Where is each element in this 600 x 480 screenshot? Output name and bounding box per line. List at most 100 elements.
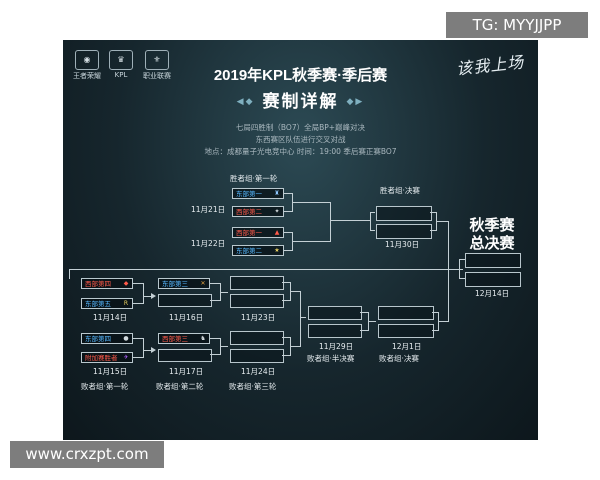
page-subtitle: ◀◆赛制详解◆▶ [63,87,538,112]
connector [448,221,449,269]
connector [133,357,143,358]
connector [284,232,292,233]
connector [459,259,460,279]
losers-semi-slot-1 [308,306,362,320]
info-line-3: 地点：成都量子光电竞中心 时间：19:00 季后赛正赛BO7 [204,147,397,156]
connector [282,300,290,301]
connector [133,338,143,339]
kpl-logo-icon: ♛ [109,50,133,70]
team-name: 西部第一 [236,229,262,237]
winners-final-label: 胜者组·决赛 [380,186,420,195]
connector [143,283,144,304]
connector [282,355,290,356]
league-logo-text: 职业联赛 [143,72,171,80]
team-logo-icon: ✕ [200,280,206,287]
connector [430,230,436,231]
connector [284,250,292,251]
connector [370,230,375,231]
team-name: 东部第四 [85,335,111,343]
losers-r1-label: 败者组·第一轮 [81,382,129,391]
team-west-1: 西部第一 ▲ [232,227,284,238]
connector [210,300,220,301]
connector [210,338,220,339]
team-name: 西部第三 [162,335,188,343]
connector [370,212,375,213]
page-title: 2019年KPL秋季赛·季后赛 [213,67,388,84]
connector [300,317,306,318]
connector [436,221,448,222]
losers-r3-date-b: 11月24日 [241,367,276,376]
connector [69,269,70,279]
connector [330,220,370,221]
bracket-poster: ◉ 王者荣耀 ♛ KPL ⚜ 职业联赛 该我上场 2019年KPL秋季赛·季后赛… [63,40,538,440]
team-name: 东部第五 [85,300,111,308]
team-name: 东部第三 [162,280,188,288]
league-logo: ⚜ 职业联赛 [143,50,171,81]
connector [448,269,463,270]
connector [438,321,448,322]
connector [220,346,228,347]
team-west-2: 西部第二 ✦ [232,206,284,217]
team-west-4: 西部第四 ◆ [81,278,133,289]
grand-final-title-b: 总决赛 [469,234,515,252]
connector [282,337,290,338]
team-playoff-winner: 附加赛胜者 ✈ [81,352,133,363]
connector [143,350,153,351]
losers-r2-slot-a [158,294,212,307]
grand-final-slot-2 [465,272,521,287]
losers-r2-slot-b [158,349,212,362]
losers-r3-slot-b1 [230,331,284,345]
team-name: 东部第一 [236,190,262,198]
connector [360,330,368,331]
subtitle-text: 赛制详解 [262,92,339,112]
team-name: 附加赛胜者 [85,354,118,362]
team-logo-icon: ★ [274,247,280,254]
winners-date-1: 11月21日 [191,205,226,214]
connector [432,330,438,331]
team-name: 西部第四 [85,280,111,288]
connector [370,212,371,231]
winners-round1-label: 胜者组·第一轮 [230,174,278,183]
connector [459,259,465,260]
team-logo-icon: ♜ [274,190,280,197]
losers-r3-slot-a2 [230,294,284,308]
losers-final-slot-1 [378,306,434,320]
grand-final-title: 秋季赛 总决赛 [461,216,523,252]
team-logo-icon: ▲ [274,229,280,236]
losers-r3-slot-b2 [230,349,284,363]
losers-r3-label: 败者组·第三轮 [229,382,277,391]
losers-semi-label: 败者组·半决赛 [307,354,355,363]
team-east-2: 东部第二 ★ [232,245,284,256]
losers-r3-slot-a1 [230,276,284,290]
connector [292,202,330,203]
losers-r2-date-a: 11月16日 [169,313,204,322]
connector [360,312,368,313]
connector [220,292,228,293]
connector [330,202,331,242]
connector [282,282,290,283]
team-logo-icon: ● [123,335,129,342]
team-east-1: 东部第一 ♜ [232,188,284,199]
connector [210,354,220,355]
watermark-top: TG: MYYJJPP [446,12,588,38]
losers-top-line [69,269,449,270]
connector [290,291,300,292]
winners-final-date: 11月30日 [385,240,420,249]
team-east-4: 东部第四 ● [81,333,133,344]
losers-r2-label: 败者组·第二轮 [156,382,204,391]
team-logo-icon: ◆ [123,280,129,287]
team-logo-icon: ✦ [274,208,280,215]
kpl-logo: ♛ KPL [109,50,133,79]
connector [448,269,449,322]
winners-date-2: 11月22日 [191,239,226,248]
connector [133,283,143,284]
connector [290,346,300,347]
losers-final-slot-2 [378,324,434,338]
connector [143,338,144,358]
watermark-bottom: www.crxzpt.com [10,441,164,468]
info-line-1: 七局四胜制（BO7）全局BP+巅峰对决 [235,123,366,132]
losers-r3-date-a: 11月23日 [241,313,276,322]
game-logo: ◉ 王者荣耀 [73,50,101,81]
losers-semi-date: 11月29日 [319,342,354,351]
arrow-icon [151,347,156,353]
